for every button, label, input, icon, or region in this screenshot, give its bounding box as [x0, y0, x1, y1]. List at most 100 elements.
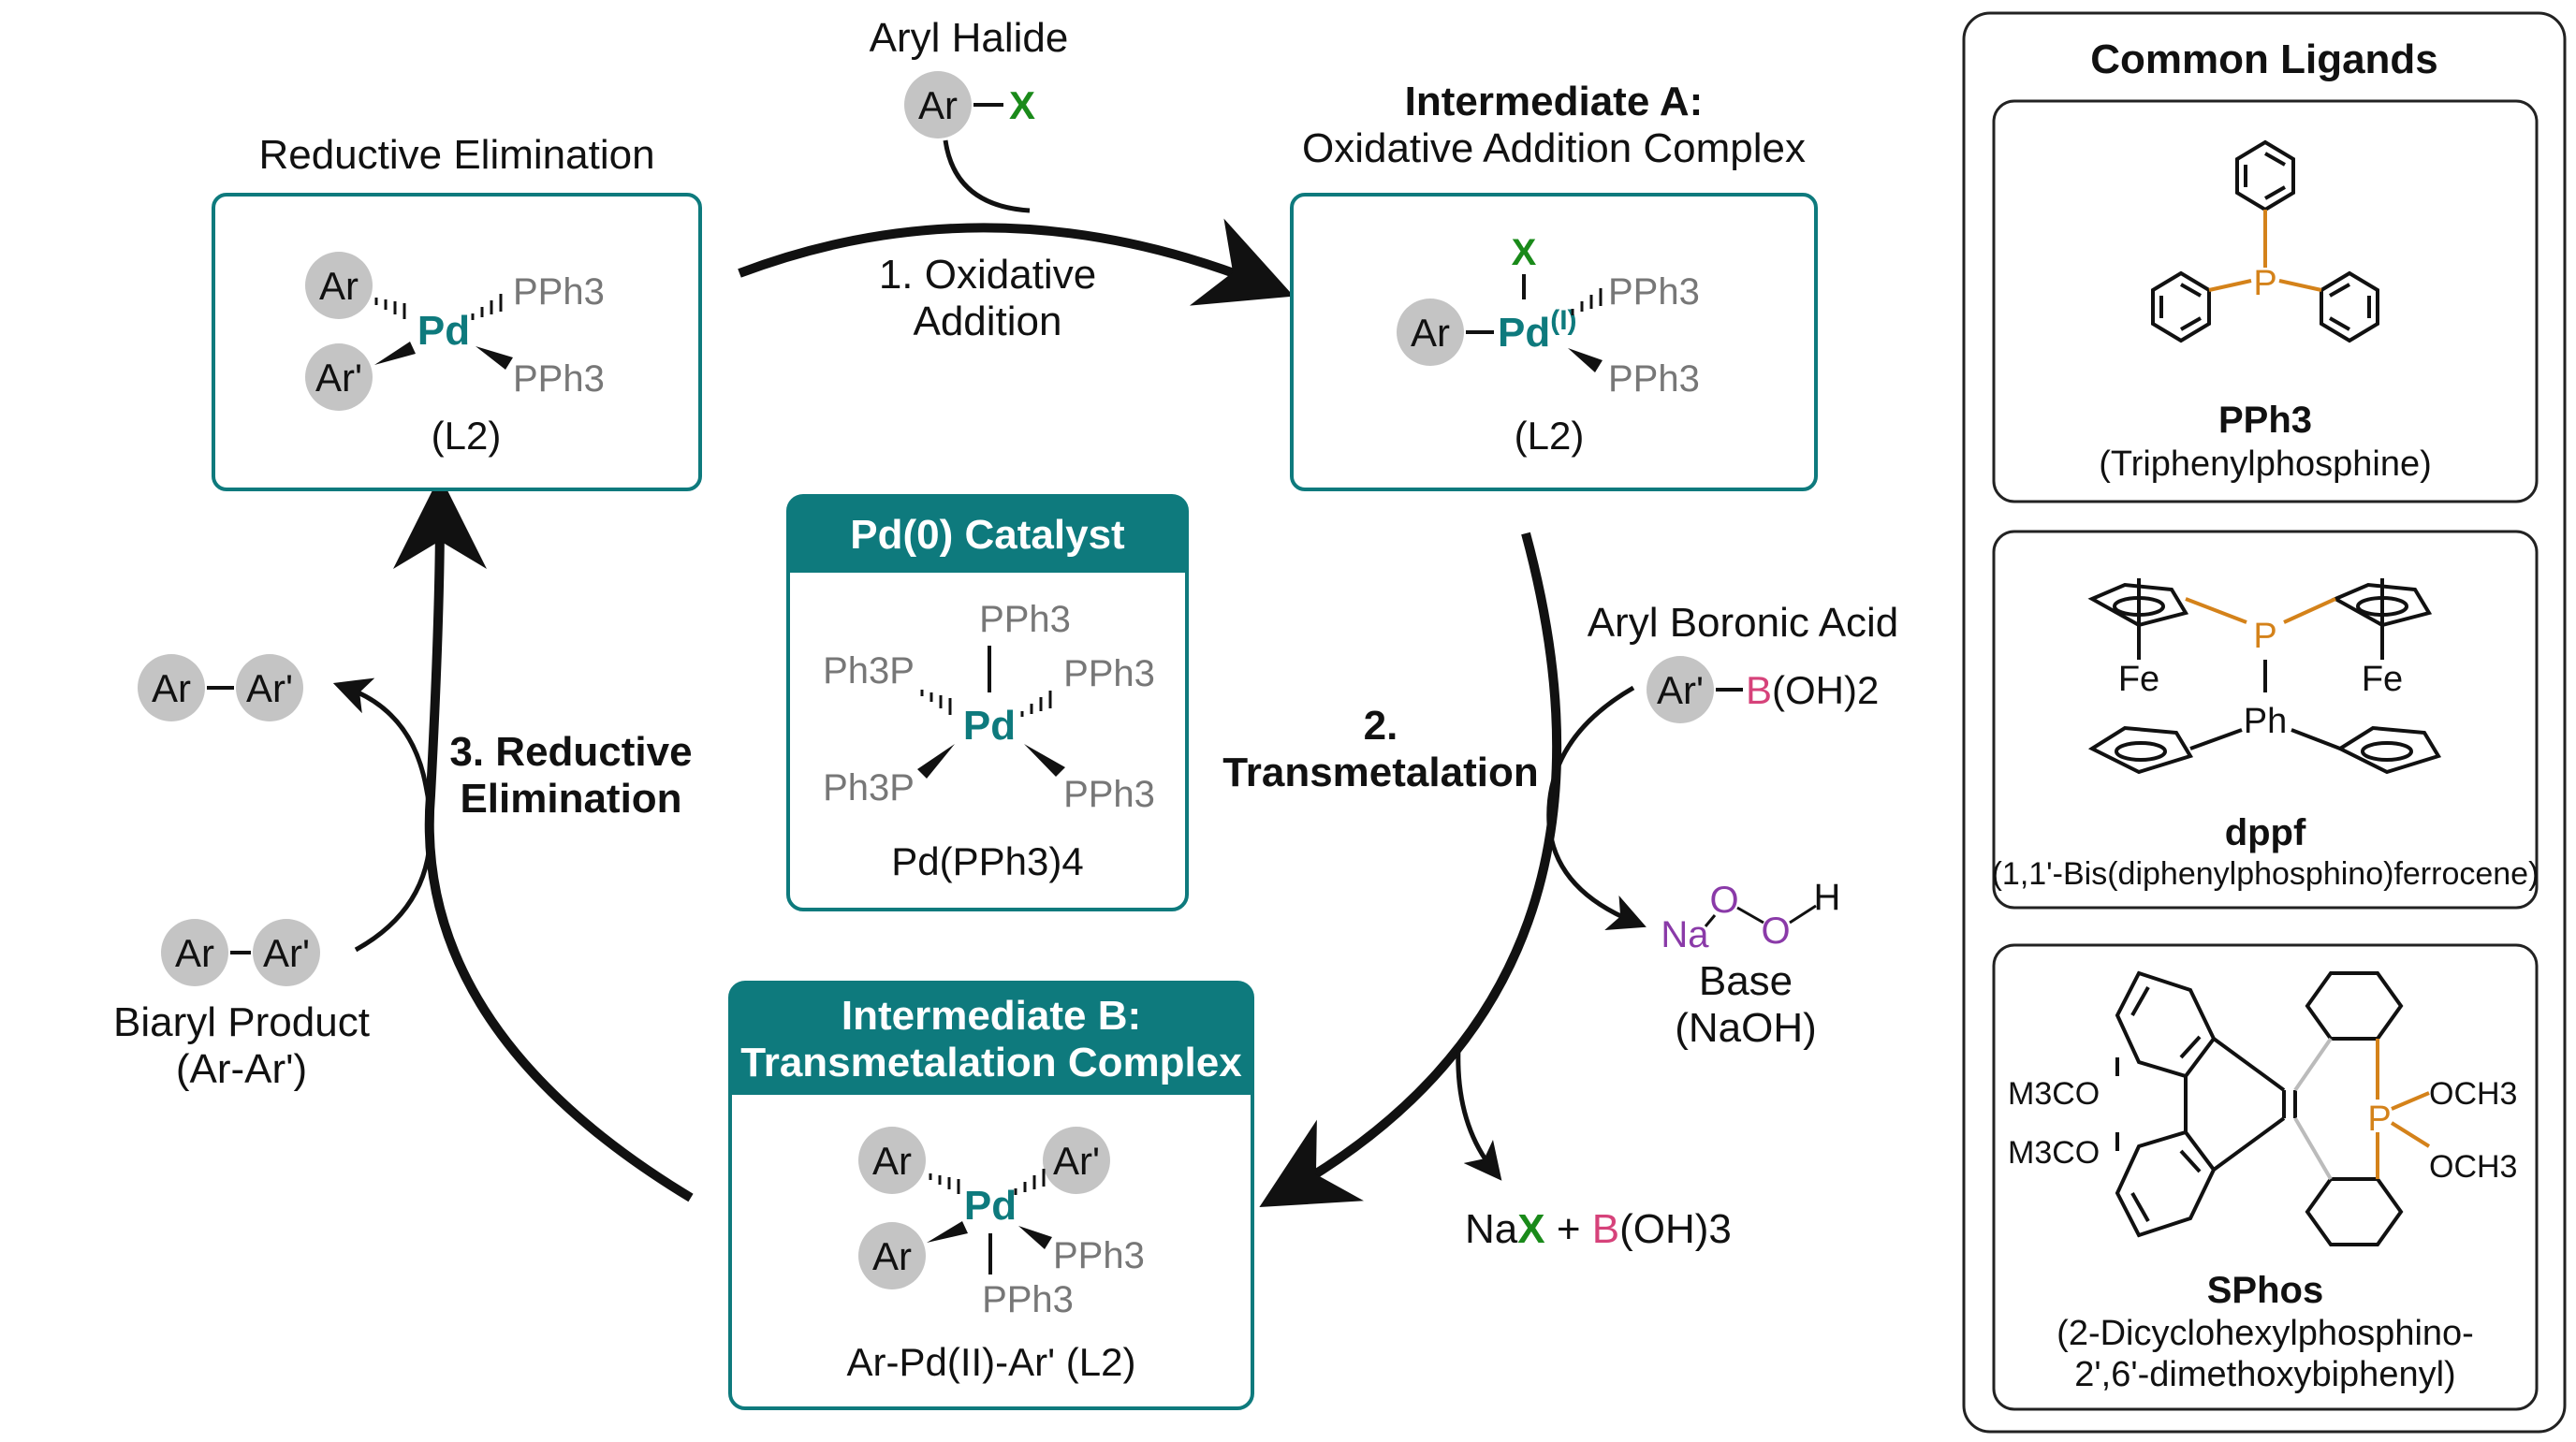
catalyst-header-bg: [788, 496, 1187, 573]
intermediate-a-box: [1290, 193, 1818, 491]
step1-label-line2: Addition: [913, 299, 1061, 344]
product-release-arrow: [332, 677, 433, 953]
sphos-card: [1992, 943, 2539, 1411]
iron-label: Fe: [2118, 660, 2159, 699]
sphos-name: SPhos: [2207, 1270, 2323, 1311]
intermediate-a-title: Intermediate A:: [1405, 79, 1704, 124]
intermediate-b-header-bg: [730, 983, 1252, 1095]
ligand-label: PPh3: [513, 358, 605, 400]
ar-label: Ar: [872, 1139, 912, 1183]
ar-label: Ar: [152, 666, 191, 710]
phosphorus-label: P: [2253, 617, 2276, 656]
byproduct-arrow: [1456, 1047, 1502, 1181]
hashed-bond: [374, 298, 406, 319]
ar-circle: [858, 1222, 926, 1289]
pph3-description: (Triphenylphosphine): [2099, 444, 2432, 484]
ar-label: Ar: [872, 1234, 912, 1278]
step1-label-line1: 1. Oxidative: [879, 252, 1096, 298]
base-na: Na: [1661, 914, 1709, 955]
base-o2: O: [1761, 910, 1790, 952]
sphos-description-line1: (2-Dicyclohexylphosphino-: [2056, 1314, 2474, 1353]
hashed-bond: [929, 1173, 960, 1194]
aryl-halide-title: Aryl Halide: [870, 15, 1069, 61]
product-label-line1: Biaryl Product: [113, 999, 370, 1045]
dppf-description: (1,1'-Bis(diphenylphosphino)ferrocene): [1992, 856, 2539, 892]
methoxy-label: M3CO: [2008, 1076, 2100, 1112]
complex-formula: (L2): [432, 414, 502, 458]
ar-label: Ar: [1411, 311, 1450, 355]
base-o1: O: [1709, 880, 1738, 921]
oxidative-addition-arrow: [738, 218, 1295, 306]
ar-circle: [1397, 299, 1464, 366]
phosphorus-label: P: [2367, 1100, 2391, 1139]
dppf-structure: [2087, 578, 2442, 775]
wedge-bond: [1568, 348, 1603, 372]
base-label-line2: (NaOH): [1675, 1005, 1817, 1051]
catalyst-header: Pd(0) Catalyst: [850, 512, 1125, 558]
ar-prime-label: Ar': [246, 666, 293, 710]
complex-formula: Ar-Pd(II)-Ar' (L2): [846, 1340, 1135, 1384]
bond-line: [1736, 906, 1764, 925]
phosphorus-label: P: [2253, 264, 2276, 303]
step3-label-line2: Elimination: [460, 776, 681, 822]
pd-label: Pd: [417, 308, 470, 354]
boronic-acid-title: Aryl Boronic Acid: [1588, 600, 1899, 646]
ligand-label: PPh3: [982, 1279, 1074, 1320]
phenyl-label: Ph: [2244, 702, 2287, 741]
bond-line: [1789, 904, 1817, 925]
hashed-bond: [1571, 288, 1603, 315]
ligands-title: Common Ligands: [2090, 36, 2438, 82]
halide-x-label: X: [1009, 83, 1035, 127]
ar-prime-circle: [1647, 656, 1714, 723]
ligand-label: PPh3: [1063, 774, 1155, 815]
ar-prime-circle: [305, 343, 373, 411]
sphos-structure: [2115, 970, 2431, 1246]
ar-label: Ar: [175, 931, 214, 975]
ar-prime-circle: [236, 654, 303, 721]
step2-label-line1: 2.: [1364, 703, 1398, 749]
bond-line: [1704, 914, 1717, 927]
ar-prime-circle: [253, 919, 320, 986]
complex-formula: (L2): [1515, 414, 1585, 458]
pph3-name: PPh3: [2218, 400, 2312, 441]
iron-label: Fe: [2362, 660, 2403, 699]
transmetalation-arrow: [1259, 532, 1562, 1208]
wedge-bond: [927, 1221, 968, 1243]
ar-prime-circle: [1043, 1127, 1110, 1194]
aryl-halide-feed-arrow: [943, 139, 1031, 213]
product-label-line2: (Ar-Ar'): [176, 1046, 307, 1092]
hashed-bond: [1014, 1169, 1046, 1195]
ar-label: Ar: [918, 83, 958, 127]
catalyst-formula: Pd(PPh3)4: [891, 839, 1083, 883]
ar-prime-label: Ar': [315, 356, 362, 400]
methoxy-label: OCH3: [2429, 1149, 2517, 1185]
ligand-label: Ph3P: [823, 767, 915, 808]
reductive-elimination-title: Reductive Elimination: [258, 132, 654, 178]
ar-circle: [138, 654, 205, 721]
base-label-line1: Base: [1699, 958, 1793, 1004]
dppf-name: dppf: [2225, 812, 2306, 853]
hashed-bond: [920, 690, 952, 715]
ar-prime-label: Ar': [1657, 668, 1704, 712]
ligand-label: PPh3: [1053, 1235, 1145, 1276]
pph3-card: [1992, 99, 2539, 503]
ar-circle: [858, 1127, 926, 1194]
step2-label-line2: Transmetalation: [1222, 750, 1538, 795]
ar-circle: [161, 919, 228, 986]
halide-x-label: X: [1512, 232, 1537, 273]
step3-label-line1: 3. Reductive: [449, 729, 692, 775]
ar-circle: [904, 71, 972, 138]
wedge-bond: [374, 342, 416, 365]
sphos-description-line2: 2',6'-dimethoxybiphenyl): [2074, 1355, 2455, 1394]
byproduct-formula: NaX + B(OH)3: [1465, 1206, 1732, 1252]
pd-label: Pd: [964, 1183, 1017, 1229]
hashed-bond: [1020, 691, 1052, 717]
boronic-acid-feed-arrow: [1546, 685, 1647, 930]
ar-circle: [305, 252, 373, 319]
pph3-structure: [2151, 139, 2379, 343]
wedge-bond: [476, 346, 513, 370]
methoxy-label: M3CO: [2008, 1135, 2100, 1171]
pd-label: Pd: [963, 703, 1016, 749]
wedge-bond: [917, 744, 955, 779]
